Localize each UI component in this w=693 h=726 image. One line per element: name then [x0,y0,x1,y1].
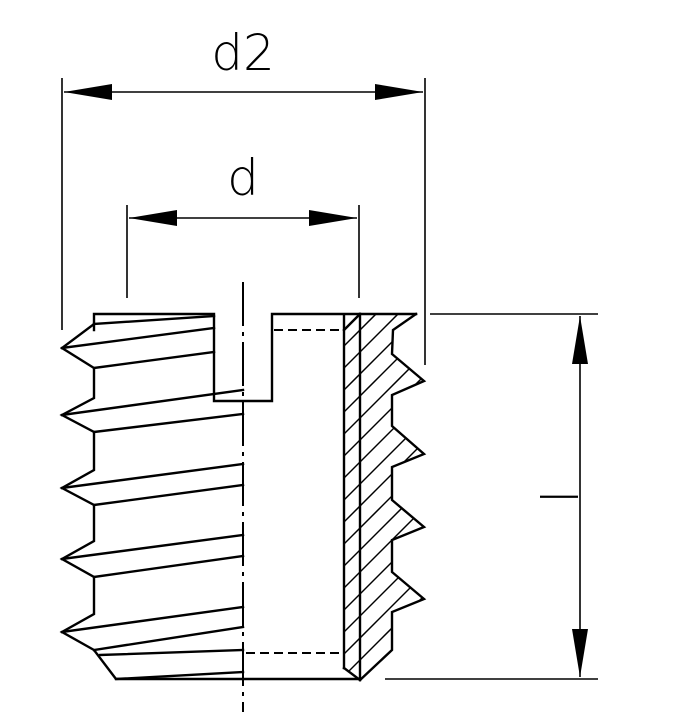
exterior-thread-view [59,312,418,681]
thread-crest-line [92,314,216,326]
thread-root-line [92,483,245,507]
hidden-bore-lines [246,329,344,654]
thread-crest-line [60,462,245,490]
thread-root-line [92,554,245,579]
arrowhead-right [309,210,357,226]
arrowhead-left [64,84,112,100]
arrowhead-top [572,316,588,364]
dimension-d2: d2 [61,24,426,365]
dimension-label-d: d [227,149,259,207]
section-view [342,312,427,682]
thread-crest-line [98,648,245,657]
thread-root-line [114,670,245,681]
dimension-l: l [385,313,598,680]
thread-root-line [92,350,216,370]
thread-crest-line [60,388,245,417]
bore-chamfer-top [342,312,362,332]
dimension-d: d [126,149,360,298]
thread-crest-line [60,605,245,634]
thread-profile-right [358,312,427,682]
arrowhead-bottom [572,629,588,677]
thread-root-line [92,412,245,434]
section-hatching [344,314,424,680]
top-slot-outline [92,312,418,403]
thread-root-line [92,625,245,652]
bore-chamfer-bottom [342,666,362,682]
arrowhead-right [375,84,423,100]
arrowhead-left [129,210,177,226]
dimension-label-l: l [528,490,586,504]
thread-crest-line [60,533,245,561]
thread-crest-line [60,326,216,350]
dimension-label-d2: d2 [211,24,275,82]
